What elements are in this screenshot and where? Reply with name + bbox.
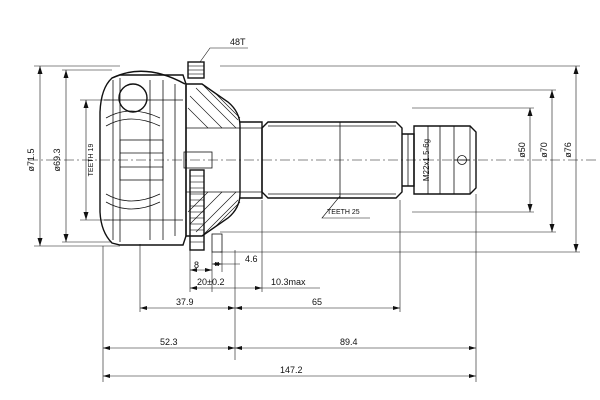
abs-tone-ring (183, 61, 223, 253)
label-outer-teeth: TEETH 25 (327, 209, 360, 216)
label-dim-4-6: 4.6 (245, 254, 258, 264)
mid-axial-dimensions (139, 200, 401, 360)
label-abs-teeth: 48T (230, 37, 246, 47)
label-dim-10-3: 10.3max (271, 277, 306, 287)
lower-axial-dimensions (102, 194, 477, 382)
label-diameter-70: ø70 (539, 142, 549, 158)
splined-shaft (261, 121, 415, 199)
threaded-end (413, 125, 477, 195)
bell-housing (99, 70, 187, 246)
label-dim-8: 8 (194, 260, 199, 270)
label-diameter-50: ø50 (517, 142, 527, 158)
label-dim-147-2: 147.2 (280, 365, 303, 375)
small-axial-dimensions (189, 200, 320, 292)
bearing-ball (118, 83, 148, 113)
label-inner-teeth: TEETH 19 (88, 144, 95, 177)
label-diameter-69-3: ø69.3 (52, 148, 62, 171)
callout-48t (199, 47, 248, 63)
label-dim-89-4: 89.4 (340, 337, 358, 347)
label-diameter-71-5: ø71.5 (26, 148, 36, 171)
label-dim-52-3: 52.3 (160, 337, 178, 347)
left-diameter-dimensions (34, 65, 120, 247)
label-dim-20: 20±0.2 (197, 277, 224, 287)
label-dim-37-9: 37.9 (176, 297, 194, 307)
label-thread: M22x1.5-6g (422, 139, 431, 181)
callout-teeth-25 (321, 195, 370, 219)
label-diameter-76: ø76 (563, 142, 573, 158)
label-dim-65: 65 (312, 297, 322, 307)
